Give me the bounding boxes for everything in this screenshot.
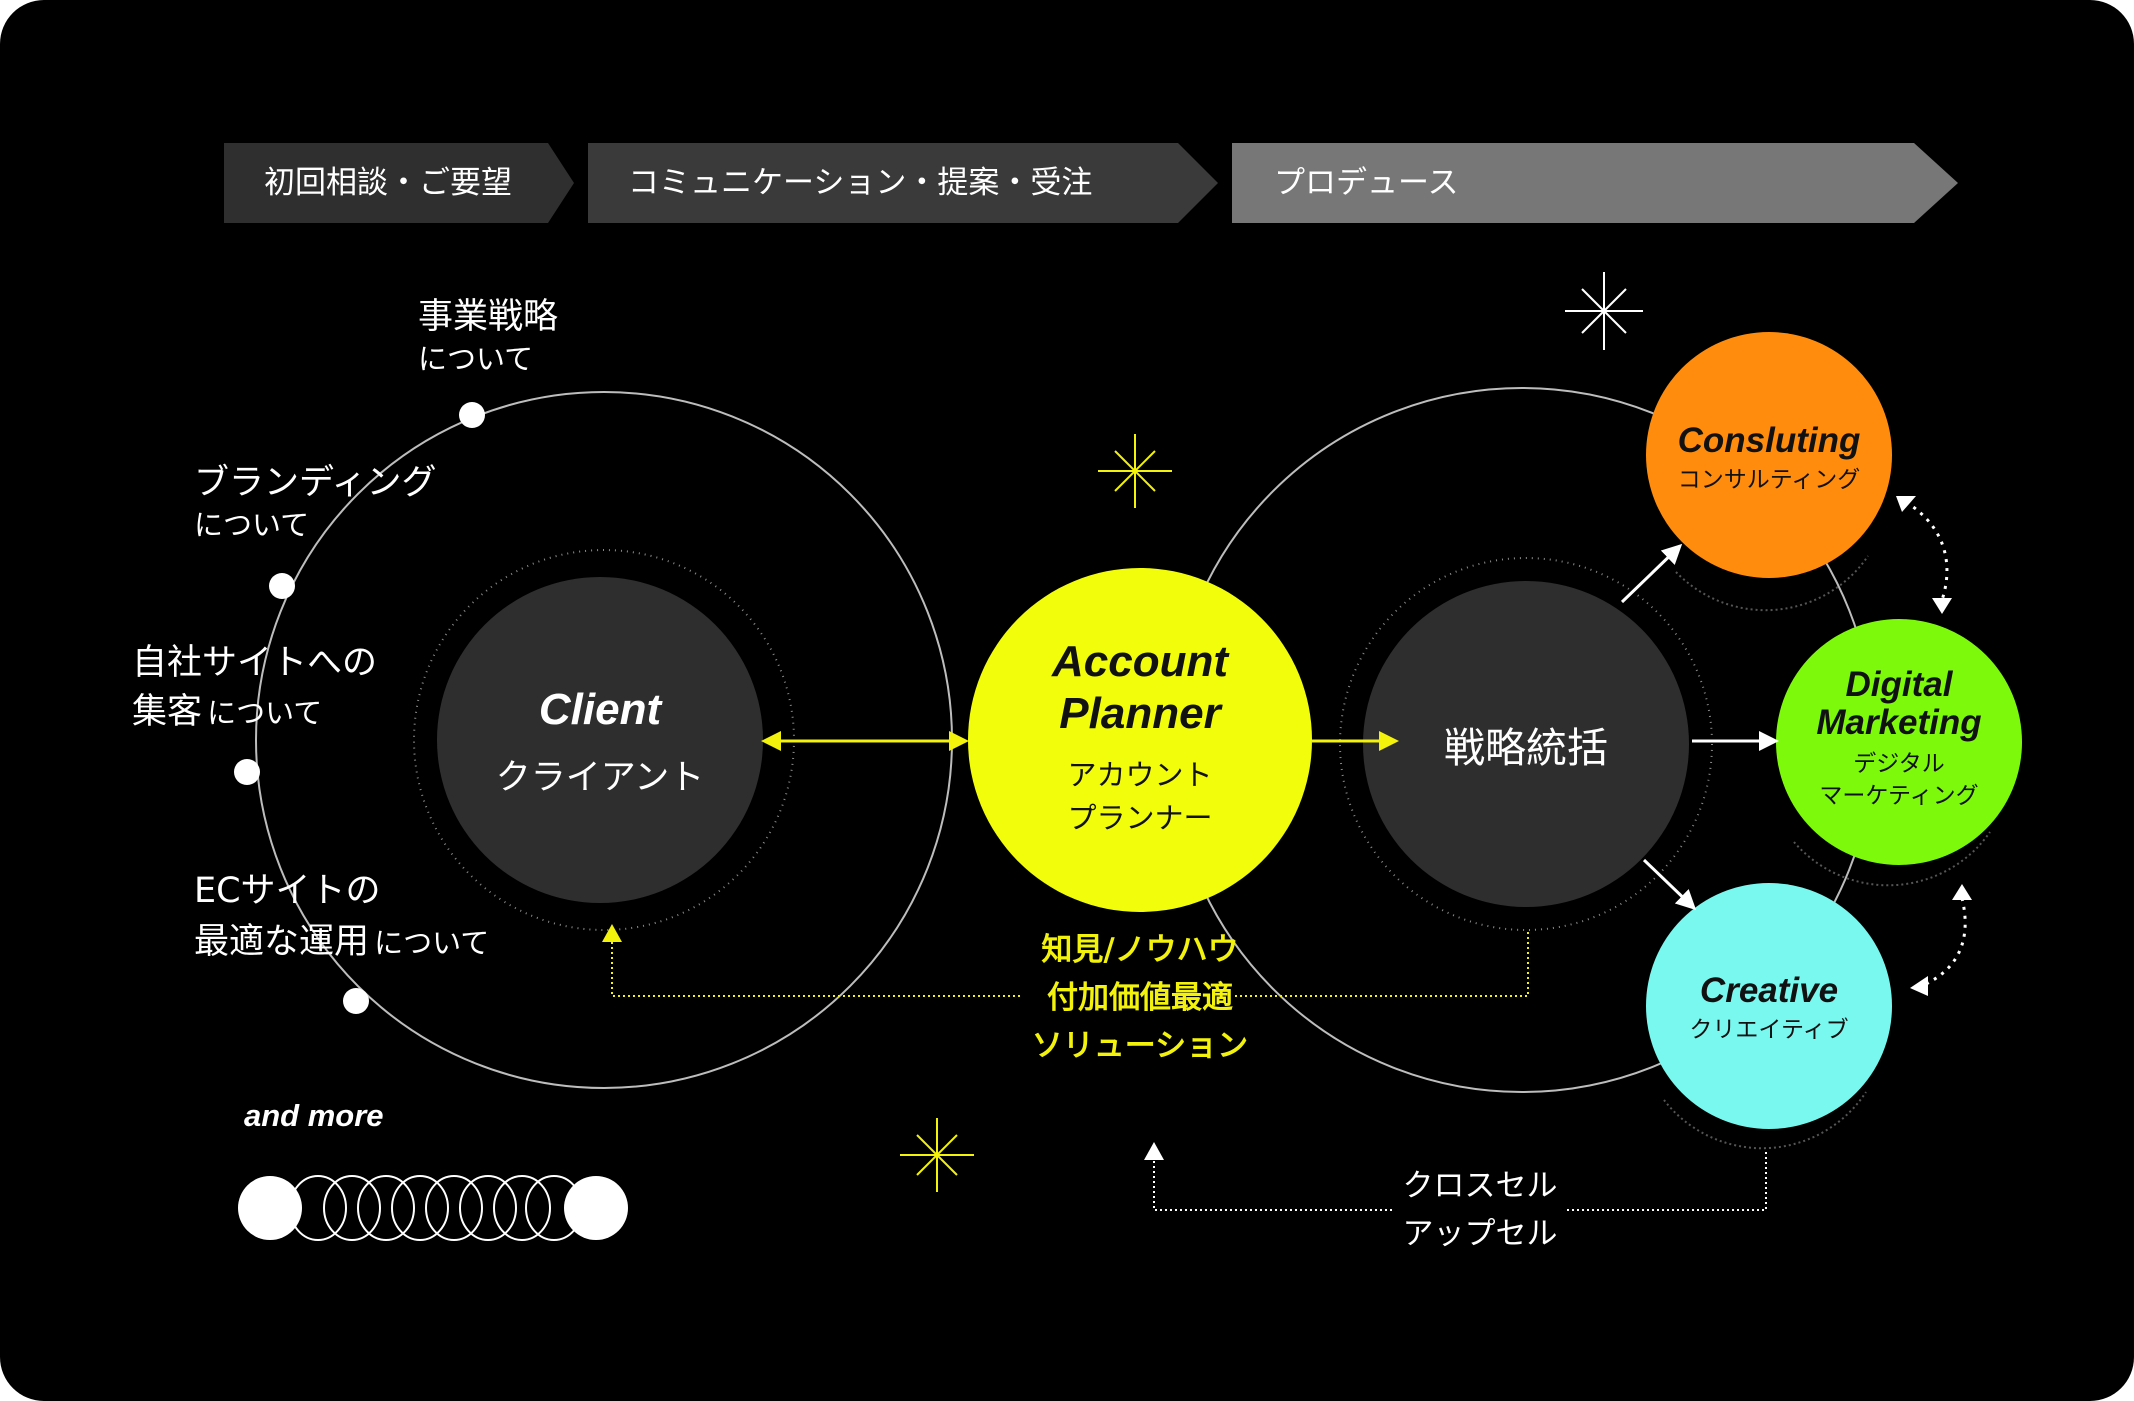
creative-ja: クリエイティブ (1689, 1017, 1849, 1044)
cross-sell-line-text: クロスセル (1402, 1168, 1558, 1204)
cross-sell-label: クロスセル アップセル (1380, 1162, 1580, 1258)
topic-business-strategy: 事業戦略 について (418, 300, 558, 374)
strategy-creative-arrow (1642, 858, 1697, 911)
client-en: Client (538, 685, 662, 734)
chain-circles-icon (238, 1175, 628, 1241)
topic-branding: ブランディング について (194, 466, 437, 540)
knowhow-label: 知見/ノウハウ 付加価値最適 ソリューション (990, 926, 1290, 1070)
digital-creative-dotted-arrow (1925, 897, 1967, 986)
knowhow-feedback-line (611, 940, 1020, 997)
topic-line: について (194, 508, 310, 542)
topic-dot (343, 988, 369, 1014)
topic-dot (234, 759, 260, 785)
digital-marketing-label: Digital Marketing デジタル マーケティング (1764, 666, 2034, 812)
sparkle-icon (1565, 272, 1643, 350)
strategy-node (1363, 581, 1689, 907)
sparkle-icon (900, 1118, 974, 1192)
topic-line: について (207, 696, 323, 730)
phase-bar (224, 143, 1958, 223)
client-label: Client クライアント (450, 684, 750, 799)
topic-dot (269, 573, 295, 599)
account-planner-en-2: Planner (1059, 688, 1221, 738)
topic-line: 事業戦略 (418, 297, 559, 337)
digital-en-2: Marketing (1816, 702, 1982, 742)
topic-site-traffic: 自社サイトへの 集客 について (132, 646, 377, 730)
phase-label-1: 初回相談・ご要望 (264, 165, 512, 201)
topic-line: 最適な運用 (194, 922, 370, 962)
phase-arrow-2 (588, 143, 1218, 223)
knowhow-line: ソリューション (1031, 1028, 1249, 1065)
topic-dot (459, 402, 485, 428)
arrowhead-icon (602, 924, 622, 942)
topic-line: について (418, 342, 534, 376)
arrowhead-icon (1144, 1142, 1164, 1160)
account-planner-label: Account Planner アカウント プランナー (990, 636, 1290, 841)
consulting-ja: コンサルティング (1677, 467, 1861, 494)
and-more-label: and more (244, 1098, 384, 1133)
arrowhead-icon (1932, 598, 1952, 614)
consulting-shadow-arc (1675, 555, 1869, 612)
topic-line: について (374, 926, 490, 960)
topic-line: 自社サイトへの (132, 643, 378, 683)
arrowhead-icon (1896, 496, 1916, 512)
topic-line: ブランディング (194, 463, 437, 503)
arrowhead-icon (1952, 884, 1972, 900)
cross-sell-line (1153, 1160, 1392, 1211)
consulting-en: Consluting (1677, 421, 1861, 460)
consulting-node (1646, 332, 1892, 578)
consulting-digital-dotted-arrow (1905, 500, 1949, 601)
phase-arrow-1 (224, 143, 574, 223)
phase-label-3: プロデュース (1274, 165, 1459, 201)
consulting-label: Consluting コンサルティング (1634, 420, 1904, 494)
digital-ja-1: デジタル (1853, 750, 1945, 777)
strategy-dotted-ring (1339, 557, 1713, 931)
client-ja: クライアント (495, 757, 705, 798)
phase-arrow-3 (1232, 143, 1958, 223)
arrowhead-icon (1910, 976, 1928, 996)
topic-line: ECサイトの (194, 871, 381, 911)
client-node (437, 577, 763, 903)
cross-sell-line (1566, 1152, 1767, 1211)
phase-label-2: コミュニケーション・提案・受注 (628, 165, 1093, 201)
topic-line: 集客 (132, 692, 203, 732)
digital-en-1: Digital (1845, 665, 1953, 704)
strategy-label: 戦略統括 (1444, 724, 1608, 772)
knowhow-feedback-line (1232, 932, 1529, 997)
digital-ja-2: マーケティング (1819, 782, 1979, 809)
account-planner-ja-2: プランナー (1067, 801, 1213, 836)
creative-node (1646, 883, 1892, 1129)
creative-label: Creative クリエイティブ (1634, 970, 1904, 1044)
creative-en: Creative (1699, 971, 1839, 1010)
cross-sell-line-text: アップセル (1402, 1216, 1558, 1253)
digital-marketing-node (1776, 619, 2022, 865)
knowhow-line: 知見/ノウハウ (1041, 932, 1239, 968)
strategy-consulting-arrow (1620, 543, 1683, 604)
account-planner-en-1: Account (1052, 637, 1228, 686)
topic-ec-operation: ECサイトの 最適な運用 について (194, 874, 489, 960)
knowhow-line: 付加価値最適 (1047, 980, 1233, 1017)
account-planner-ja-1: アカウント (1067, 757, 1213, 792)
digital-shadow-arc (1793, 831, 1991, 887)
account-planner-node (968, 568, 1312, 912)
sparkle-icon (1098, 434, 1172, 508)
